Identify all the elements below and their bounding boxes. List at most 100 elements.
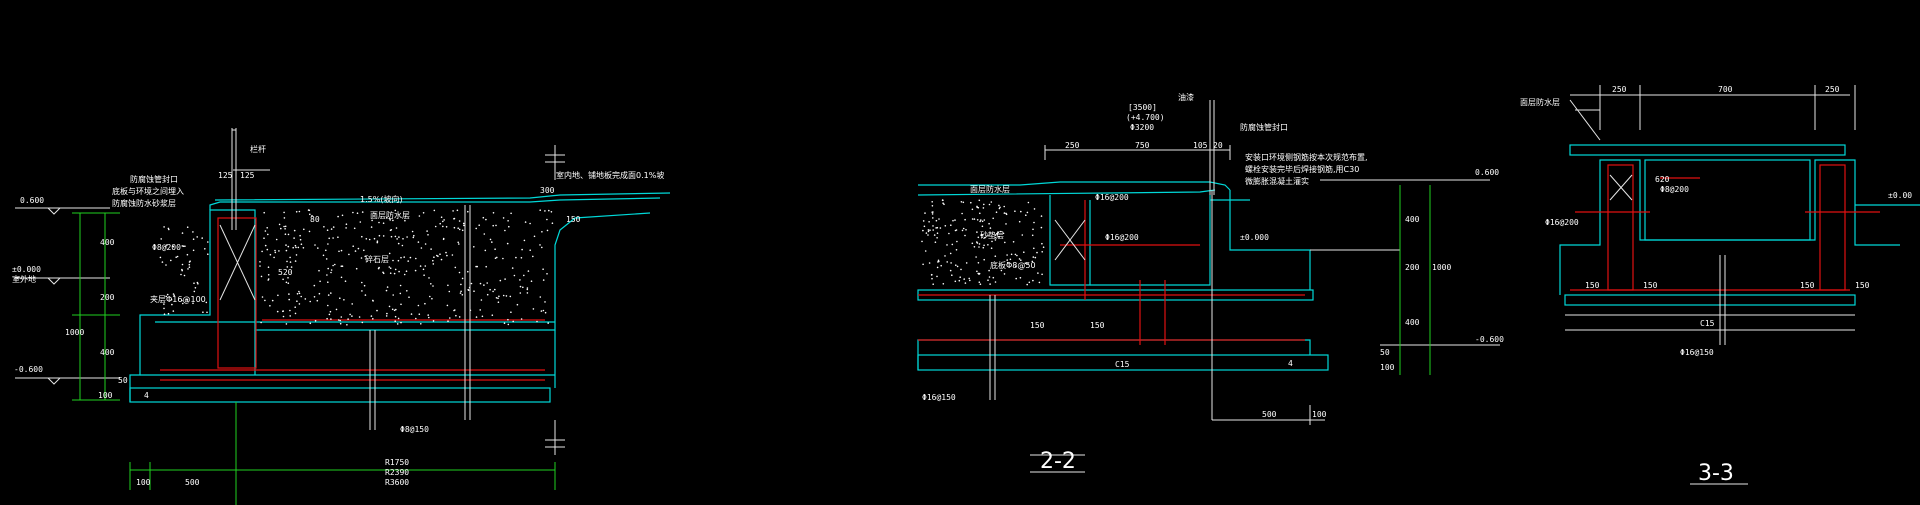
gravel-dot bbox=[165, 246, 167, 248]
gravel-dot bbox=[946, 261, 948, 263]
gravel-dot bbox=[532, 308, 535, 310]
radius-2: R2390 bbox=[385, 468, 409, 477]
gravel-dot bbox=[182, 302, 184, 305]
gravel-dot bbox=[924, 250, 927, 252]
gravel-dot bbox=[458, 228, 461, 231]
gravel-dot bbox=[440, 258, 443, 261]
gravel-dot bbox=[987, 279, 989, 282]
gravel-dot bbox=[427, 314, 430, 316]
gravel-dot bbox=[299, 234, 301, 237]
gravel-dot bbox=[495, 224, 497, 227]
gravel-dot bbox=[267, 233, 269, 236]
gravel-dot bbox=[285, 244, 287, 246]
gravel-dot bbox=[983, 244, 985, 247]
gravel-dot bbox=[970, 201, 972, 204]
gravel-dot bbox=[546, 218, 548, 221]
gravel-dot bbox=[400, 321, 402, 324]
dim-125-a: 125 bbox=[218, 171, 233, 180]
gravel-dot bbox=[491, 241, 493, 243]
gravel-dot bbox=[197, 283, 199, 285]
gravel-dot bbox=[536, 320, 538, 323]
gravel-dot bbox=[1000, 230, 1002, 233]
gravel-dot bbox=[461, 294, 464, 296]
section-3-outline bbox=[1559, 144, 1920, 306]
dim-3-150-a: 150 bbox=[1585, 281, 1600, 290]
gravel-dot bbox=[382, 271, 384, 274]
gravel-dot bbox=[976, 231, 978, 233]
gravel-dot bbox=[296, 293, 299, 295]
gravel-dot bbox=[982, 246, 985, 249]
gravel-dot bbox=[283, 211, 285, 214]
gravel-dot bbox=[385, 289, 388, 292]
gravel-dot bbox=[278, 223, 281, 226]
gravel-dot bbox=[278, 250, 280, 252]
gravel-dot bbox=[955, 249, 958, 251]
gravel-dot bbox=[944, 225, 947, 227]
gravel-dot bbox=[417, 241, 420, 243]
gravel-dot bbox=[287, 277, 289, 279]
gravel-dot bbox=[337, 215, 339, 218]
gravel-dot bbox=[994, 236, 996, 239]
level-note-left: 室外地 bbox=[12, 274, 36, 284]
gravel-dot bbox=[266, 248, 269, 251]
gravel-dot bbox=[378, 234, 381, 237]
gravel-dot bbox=[952, 219, 954, 222]
gravel-dot bbox=[436, 254, 438, 257]
gravel-dot bbox=[544, 311, 547, 314]
gravel-dot bbox=[297, 246, 300, 249]
dim-20: 20 bbox=[1213, 141, 1223, 150]
gravel-dot bbox=[541, 246, 543, 249]
gravel-dot bbox=[453, 217, 456, 220]
dim-300: 300 bbox=[540, 186, 555, 195]
gravel-dot bbox=[467, 288, 470, 291]
dim-r-50: 50 bbox=[1380, 348, 1390, 357]
gravel-dot bbox=[418, 215, 421, 217]
gravel-dot bbox=[264, 299, 266, 302]
gravel-dot bbox=[326, 317, 328, 320]
gravel-dot bbox=[971, 218, 974, 220]
gravel-dot bbox=[353, 227, 356, 230]
gravel-dot bbox=[1014, 253, 1017, 256]
gravel-dot bbox=[289, 315, 292, 317]
gravel-dot bbox=[1033, 221, 1035, 224]
gravel-dot bbox=[359, 221, 362, 223]
gravel-dot bbox=[404, 219, 406, 222]
gravel-dot bbox=[936, 226, 939, 229]
gravel-dot bbox=[286, 266, 289, 268]
gravel-dot bbox=[277, 294, 279, 297]
level-neg-0-600-left: -0.600 bbox=[14, 365, 43, 374]
gravel-dot bbox=[188, 263, 191, 266]
gravel-dot bbox=[165, 264, 167, 266]
gravel-dot bbox=[446, 254, 448, 257]
gravel-dot bbox=[508, 225, 510, 228]
gravel-dot bbox=[288, 293, 290, 295]
gravel-dot bbox=[196, 281, 199, 284]
gravel-dot bbox=[422, 212, 425, 214]
gravel-dot bbox=[449, 317, 451, 319]
gravel-dot bbox=[492, 224, 495, 227]
gravel-dot bbox=[482, 216, 485, 219]
gravel-dot bbox=[1004, 241, 1006, 244]
gravel-dot bbox=[417, 304, 420, 307]
gravel-dot bbox=[943, 203, 945, 206]
gravel-dot bbox=[1027, 263, 1029, 265]
gravel-dot bbox=[430, 283, 432, 285]
gravel-dot bbox=[396, 238, 398, 240]
gravel-dot bbox=[429, 295, 431, 298]
gravel-dot bbox=[975, 256, 977, 258]
gravel-dot bbox=[1020, 210, 1022, 213]
rebar-3-3: Φ16@150 bbox=[1680, 348, 1714, 357]
dim-3-250-a: 250 bbox=[1612, 85, 1627, 94]
gravel-dot bbox=[399, 292, 402, 295]
gravel-dot bbox=[460, 283, 462, 286]
gravel-dot bbox=[418, 313, 421, 316]
gravel-dot bbox=[494, 288, 496, 291]
gravel-dot bbox=[1015, 265, 1017, 268]
gravel-dot bbox=[428, 316, 430, 319]
dim-3-620: 620 bbox=[1655, 175, 1670, 184]
c15-label-2: C15 bbox=[1115, 360, 1130, 369]
gravel-dot bbox=[426, 230, 428, 232]
gravel-dot bbox=[988, 203, 991, 206]
gravel-dot bbox=[180, 273, 182, 276]
rebar-label-2: 夹层Φ16@100 bbox=[150, 294, 206, 304]
